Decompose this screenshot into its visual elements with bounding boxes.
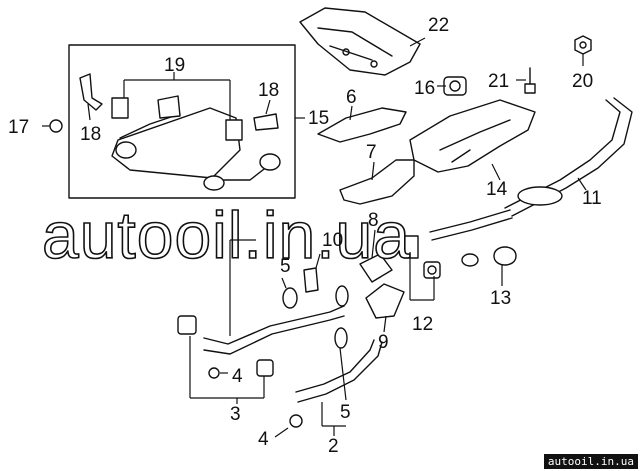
part-9-converter <box>335 283 405 319</box>
callout-3: 3 <box>230 404 241 425</box>
watermark-text: autooil.in.ua <box>42 198 411 272</box>
callout-5-upper: 5 <box>280 256 291 277</box>
callout-10: 10 <box>322 230 343 251</box>
callout-14: 14 <box>486 179 508 200</box>
part-8-converter <box>359 235 419 283</box>
callout-19: 19 <box>164 55 185 76</box>
callout-11: 11 <box>582 188 602 209</box>
callout-17: 17 <box>8 117 29 138</box>
callout-4-lower: 4 <box>258 429 269 450</box>
callout-22: 22 <box>428 15 449 36</box>
callout-7: 7 <box>366 142 377 163</box>
part-13-hanger <box>493 246 517 266</box>
callout-15: 15 <box>308 108 329 129</box>
callout-4-upper: 4 <box>232 366 243 387</box>
footer-site-label: autooil.in.ua <box>543 454 638 469</box>
part-12-gaskets <box>423 261 441 279</box>
part-22-heat-shield <box>299 7 421 76</box>
callout-5-lower: 5 <box>340 402 351 423</box>
callout-2: 2 <box>328 436 339 457</box>
callout-8: 8 <box>368 210 379 231</box>
callout-18-lower: 18 <box>80 124 101 145</box>
part-3-front-pipe <box>177 305 345 379</box>
leader-lines <box>42 37 587 438</box>
part-6-bracket <box>317 107 407 143</box>
callout-6: 6 <box>346 87 357 108</box>
part-7-heat-shield <box>339 159 415 205</box>
callout-20: 20 <box>572 71 593 92</box>
part-14-heat-shield <box>409 99 536 173</box>
callout-16: 16 <box>414 78 435 99</box>
center-pipe <box>429 209 513 267</box>
part-5-gaskets <box>282 287 348 349</box>
part-20-nut <box>574 35 592 55</box>
callout-9: 9 <box>378 332 389 353</box>
muffler-assembly-box <box>68 44 296 199</box>
part-2-front-pipe <box>289 339 383 428</box>
part-10-gasket <box>303 267 319 293</box>
part-16-gasket <box>443 76 467 96</box>
part-17-clip <box>49 119 63 133</box>
callout-21: 21 <box>488 71 509 92</box>
callout-18-upper: 18 <box>258 80 279 101</box>
part-21-bolt <box>524 67 536 94</box>
callout-12: 12 <box>412 314 433 335</box>
callout-numbers: 22 20 21 16 17 19 18 18 15 6 7 14 11 8 1… <box>8 15 602 457</box>
callout-13: 13 <box>490 288 511 309</box>
part-11-tailpipe <box>504 97 633 217</box>
